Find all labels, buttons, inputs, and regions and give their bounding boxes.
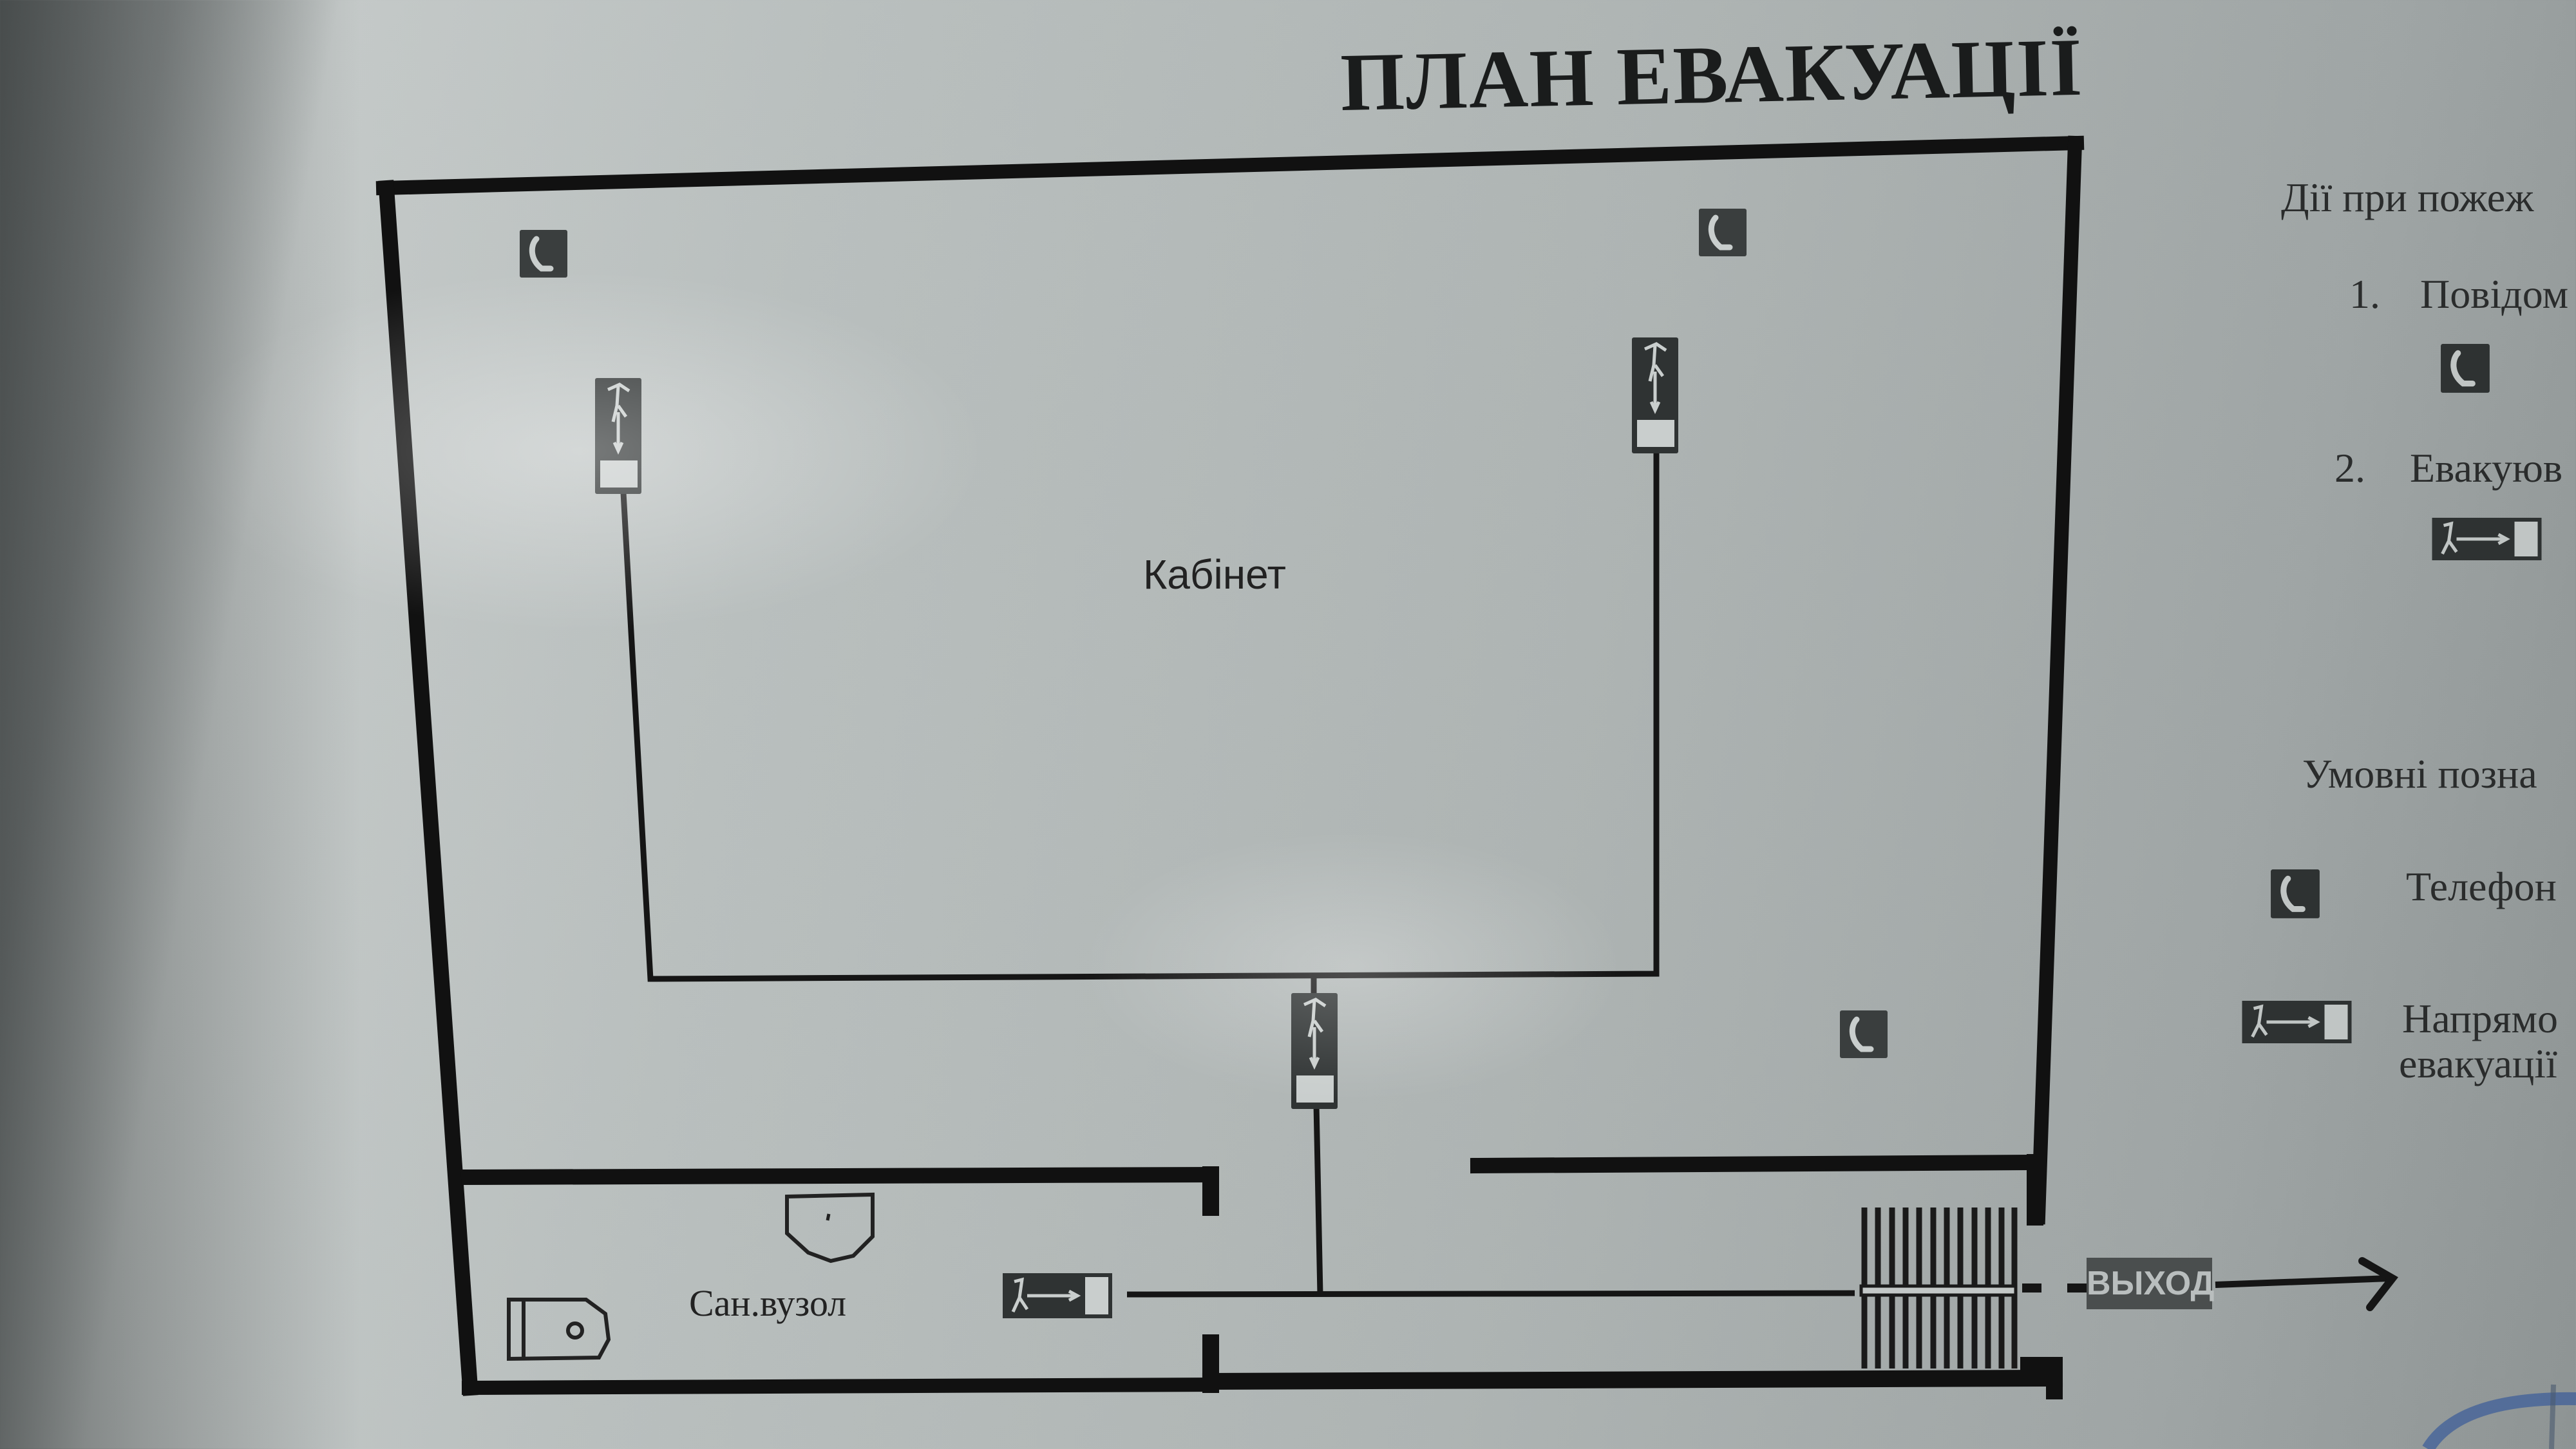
phone-icon [1840, 1010, 1888, 1058]
evacuation-sign-center [1291, 993, 1338, 1109]
legend-evac-label-1: Напрямо [2402, 996, 2558, 1041]
actions-heading: Дії при пожеж [2281, 175, 2534, 220]
step-2-text: Евакуюв [2410, 445, 2563, 491]
phone-icon [520, 230, 567, 278]
walls [375, 135, 2085, 1399]
evacuation-direction-icon [2242, 1001, 2352, 1043]
exit-sign: ВЫХОД [2087, 1258, 2215, 1309]
stamp [2422, 1384, 2576, 1449]
office-label: Кабінет [1143, 551, 1286, 598]
legend-phone-label: Телефон [2406, 864, 2557, 909]
evacuation-sign-right [1632, 337, 1678, 453]
evacuation-routes [620, 451, 2398, 1311]
phone-icon [2271, 869, 2320, 918]
legend-evac-label-2: евакуації [2399, 1041, 2557, 1086]
evacuation-sign-restroom [1003, 1273, 1112, 1318]
restroom-fixtures [507, 1192, 875, 1361]
step-1-number: 1. [2349, 271, 2380, 317]
evacuation-direction-icon [2432, 518, 2542, 560]
staircase [1859, 1208, 2018, 1368]
phone-icon [1699, 209, 1747, 256]
step-2-number: 2. [2334, 445, 2365, 491]
restroom-label: Сан.вузол [689, 1282, 847, 1324]
phone-icon [2441, 344, 2490, 393]
exit-sign-label: ВЫХОД [2087, 1265, 2215, 1302]
evacuation-sign-left [595, 378, 641, 494]
legend-heading: Умовні позна [2302, 751, 2537, 797]
step-1-text: Повідом [2420, 271, 2569, 317]
